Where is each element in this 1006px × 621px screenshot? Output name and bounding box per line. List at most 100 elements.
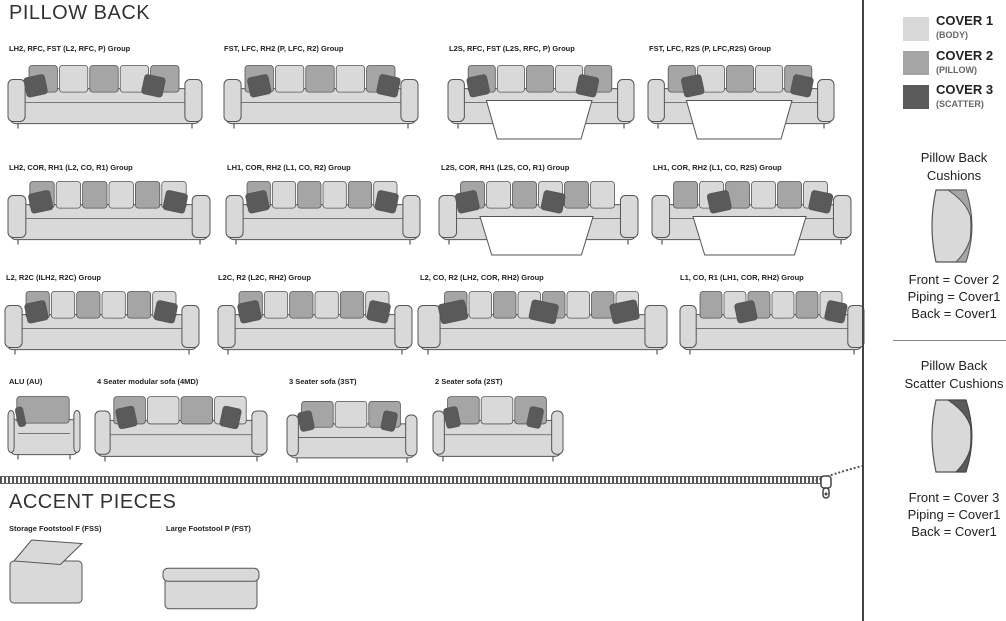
- cover3-sub: (SCATTER): [936, 99, 984, 109]
- cushion: [566, 291, 590, 319]
- footstool-lid: [12, 539, 84, 566]
- cushion: [82, 181, 108, 209]
- sofa-arm: [223, 79, 242, 122]
- scatter-cushion-icon: [931, 399, 973, 473]
- group-label: LH1, COR, RH2 (L1, CO, R2) Group: [227, 163, 351, 172]
- sofa-arm: [619, 195, 639, 238]
- cushion: [790, 74, 814, 98]
- cushion: [134, 181, 161, 209]
- cushion: [493, 291, 517, 319]
- sofa-arm: [405, 414, 418, 457]
- sofa-arm: [94, 410, 111, 455]
- cushion: [777, 181, 802, 209]
- sofa-arm: [644, 305, 668, 348]
- scatter-piping: Piping = Cover1: [907, 507, 1001, 522]
- cushion: [376, 74, 401, 98]
- cover1-name: COVER 1: [936, 13, 994, 28]
- group-label: L2C, R2 (L2C, RH2) Group: [218, 273, 311, 282]
- sofabed-mattress: [692, 216, 807, 256]
- sofa-arm: [617, 79, 635, 122]
- cushion: [540, 190, 566, 214]
- cushion: [219, 405, 242, 430]
- sofa-arm: [225, 195, 244, 238]
- cushion: [751, 181, 776, 209]
- scatter-front: Front = Cover 3: [908, 490, 1000, 505]
- sofa-arm: [4, 305, 23, 348]
- sofabed-mattress: [485, 100, 593, 140]
- cushion: [297, 410, 315, 432]
- sofa-arm: [817, 79, 835, 122]
- accent-label: Storage Footstool F (FSS): [9, 524, 102, 533]
- cushion: [699, 291, 723, 319]
- sofabed-mattress: [685, 100, 793, 140]
- cushion: [28, 190, 54, 214]
- sofa-arm: [73, 410, 81, 453]
- sofa-arm: [832, 195, 852, 238]
- pillow-front: Front = Cover 2: [908, 272, 1000, 287]
- pillow-piping: Piping = Cover1: [907, 289, 1001, 304]
- cushion: [795, 291, 819, 319]
- cushion: [141, 74, 166, 98]
- sofa-arm: [400, 79, 419, 122]
- group-label: L2S, RFC, FST (L2S, RFC, P) Group: [449, 44, 575, 53]
- group-label: ALU (AU): [9, 377, 43, 386]
- cushion: [366, 300, 391, 324]
- footstool-top: [162, 567, 260, 582]
- cushion: [101, 291, 126, 319]
- section-divider: [893, 340, 1006, 341]
- sofa-arm: [217, 305, 236, 348]
- cushion: [480, 396, 514, 425]
- cushion: [347, 181, 373, 209]
- cushion: [734, 300, 758, 324]
- cushion: [263, 291, 289, 319]
- cushion: [245, 190, 270, 214]
- cushion: [162, 190, 188, 214]
- cushion: [89, 65, 119, 93]
- cushion: [443, 406, 461, 429]
- cushion: [50, 291, 76, 319]
- cushion: [335, 65, 366, 93]
- sofa-arm: [847, 305, 865, 348]
- sofa-arm: [181, 305, 200, 348]
- zipper-pull-icon: [811, 465, 863, 499]
- sofa-arm: [551, 410, 564, 455]
- cushion: [305, 65, 335, 93]
- pillow-cushion-title: Pillow Back: [920, 150, 988, 165]
- cushion: [609, 299, 640, 325]
- cushion: [726, 65, 754, 93]
- cushion: [526, 406, 544, 429]
- footstool-body: [164, 577, 258, 610]
- cushion: [146, 396, 180, 425]
- cover2-sub: (PILLOW): [936, 65, 977, 75]
- cushion: [274, 65, 305, 93]
- cover2-name: COVER 2: [936, 48, 994, 63]
- sofa-arm: [417, 305, 441, 348]
- pillow-cushion-subtitle: Cushions: [926, 168, 982, 183]
- section-title-pillow-back: PILLOW BACK: [9, 2, 151, 24]
- group-label: L2S, COR, RH1 (L2S, CO, R1) Group: [441, 163, 570, 172]
- cushion: [466, 74, 490, 98]
- cushion: [374, 190, 399, 214]
- group-label: FST, LFC, R2S (P, LFC,R2S) Group: [649, 44, 771, 53]
- cushion: [380, 410, 398, 432]
- sofa-arm: [447, 79, 465, 122]
- cushion: [314, 291, 339, 319]
- sofa-arm: [438, 195, 458, 238]
- cushion: [564, 181, 589, 209]
- group-label: 3 Seater sofa (3ST): [289, 377, 357, 386]
- cushion: [15, 406, 27, 428]
- group-label: LH1, COR, RH2 (L1, CO, R2S) Group: [653, 163, 782, 172]
- sofa-arm: [251, 410, 268, 455]
- footstool-body: [9, 560, 83, 604]
- cushion: [289, 291, 314, 319]
- cushion: [271, 181, 297, 209]
- cushion: [673, 181, 698, 209]
- cushion: [486, 181, 511, 209]
- cushion: [297, 181, 322, 209]
- cushion: [339, 291, 365, 319]
- accent-label: Large Footstool P (FST): [166, 524, 251, 533]
- pillow-cushion-icon: [931, 189, 973, 263]
- cover3-name: COVER 3: [936, 82, 994, 97]
- scatter-cushion-title: Pillow Back: [920, 358, 988, 373]
- cushion: [59, 65, 89, 93]
